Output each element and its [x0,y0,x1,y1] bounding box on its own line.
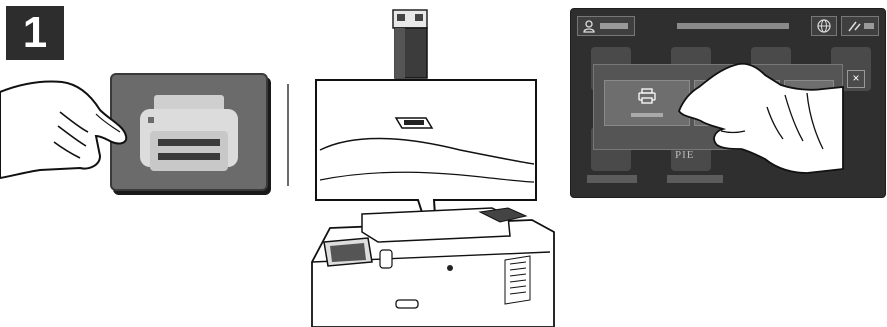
printer-icon [638,88,656,104]
printer-usb-illustration [311,9,555,327]
pie-label: PIE [675,149,695,161]
printer-icon [140,95,238,171]
hand-illustration [677,62,844,174]
screen-title [677,23,789,29]
printer-device [311,207,555,327]
user-login-button[interactable] [577,16,635,36]
control-panel-screen: PIE × [570,8,886,198]
app-label-5 [587,175,637,183]
tools-icon [848,21,861,32]
step-number-badge: 1 [6,6,64,60]
hand-illustration [0,80,128,180]
user-icon [583,20,595,33]
app-label-pie [667,175,723,183]
print-from-usb-tile[interactable] [110,73,268,191]
globe-icon [817,19,831,33]
close-icon[interactable]: × [847,70,865,88]
print-from-usb-option[interactable] [604,80,690,126]
device-button[interactable] [841,16,879,36]
usb-drive-icon [392,9,428,79]
language-button[interactable] [811,16,837,36]
step-divider [287,84,289,186]
